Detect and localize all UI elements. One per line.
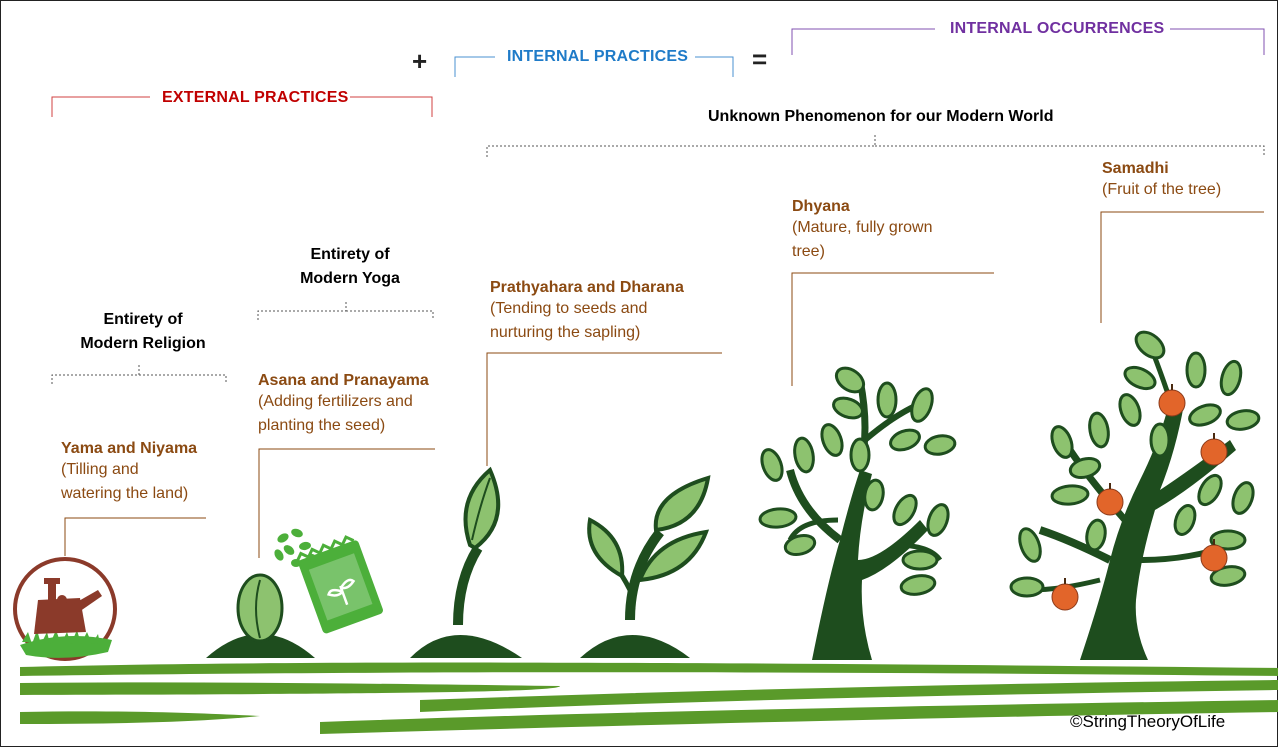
stage-title: Asana and Pranayama xyxy=(258,372,429,389)
stage-desc: watering the land) xyxy=(61,485,189,502)
ground-stripes xyxy=(20,662,1278,734)
stage-asana-pranayama: Asana and Pranayama (Adding fertilizers … xyxy=(258,372,429,438)
modern-religion-label-line1: Entirety of xyxy=(103,311,183,328)
internal-occurrences-header: INTERNAL OCCURRENCES xyxy=(950,20,1165,37)
copyright-notice: ©StringTheoryOfLife xyxy=(1070,712,1226,731)
stage-title: Yama and Niyama xyxy=(61,440,198,457)
fruit-tree-icon xyxy=(1009,330,1261,660)
seed-icon xyxy=(206,573,315,658)
modern-religion-label: Entirety of Modern Religion xyxy=(72,308,214,356)
stage-desc: nurturing the sapling) xyxy=(490,324,641,341)
seed-dots xyxy=(274,528,317,567)
unknown-bracket xyxy=(486,134,1265,157)
stage-samadhi: Samadhi (Fruit of the tree) xyxy=(1102,160,1221,202)
stage-desc: (Mature, fully grown xyxy=(792,219,933,236)
stage-yama-niyama: Yama and Niyama (Tilling and watering th… xyxy=(61,440,197,506)
stage-dhyana: Dhyana (Mature, fully grown tree) xyxy=(792,198,933,264)
modern-religion-label-line2: Modern Religion xyxy=(80,335,206,352)
tilling-icon xyxy=(13,557,117,661)
callout-asana xyxy=(258,448,435,558)
stage-title: Dhyana xyxy=(792,198,850,215)
internal-bracket xyxy=(454,56,734,77)
stage-desc: (Tending to seeds and xyxy=(490,300,648,317)
stage-desc: planting the seed) xyxy=(258,417,386,434)
sapling-icon xyxy=(580,475,711,658)
stage-desc: tree) xyxy=(792,243,825,260)
external-bracket xyxy=(51,96,433,117)
callout-samadhi xyxy=(1100,211,1264,323)
callout-dhyana xyxy=(791,272,994,386)
religion-bracket xyxy=(51,364,227,384)
stage-desc: (Adding fertilizers and xyxy=(258,393,413,410)
yoga-bracket xyxy=(257,302,434,320)
callout-prathyahara xyxy=(486,352,722,466)
stage-title: Samadhi xyxy=(1102,160,1169,177)
occurrences-bracket xyxy=(791,28,1265,55)
stage-prathyahara-dharana: Prathyahara and Dharana (Tending to seed… xyxy=(490,279,684,345)
modern-yoga-label-line2: Modern Yoga xyxy=(300,270,400,287)
callout-yama xyxy=(64,517,206,556)
internal-practices-header: INTERNAL PRACTICES xyxy=(507,48,689,65)
equals-sign: = xyxy=(752,44,768,74)
unknown-phenomenon-label: Unknown Phenomenon for our Modern World xyxy=(708,108,1054,125)
plus-sign: + xyxy=(412,46,428,76)
modern-yoga-label-line1: Entirety of xyxy=(310,246,390,263)
external-practices-header: EXTERNAL PRACTICES xyxy=(162,89,349,106)
stage-title: Prathyahara and Dharana xyxy=(490,279,684,296)
fertilizer-bag-icon xyxy=(295,535,383,634)
modern-yoga-label: Entirety of Modern Yoga xyxy=(296,243,404,291)
tree-icon xyxy=(758,366,957,660)
sprout-icon xyxy=(410,466,522,658)
stage-desc: (Fruit of the tree) xyxy=(1102,181,1222,198)
stage-desc: (Tilling and xyxy=(61,461,139,478)
